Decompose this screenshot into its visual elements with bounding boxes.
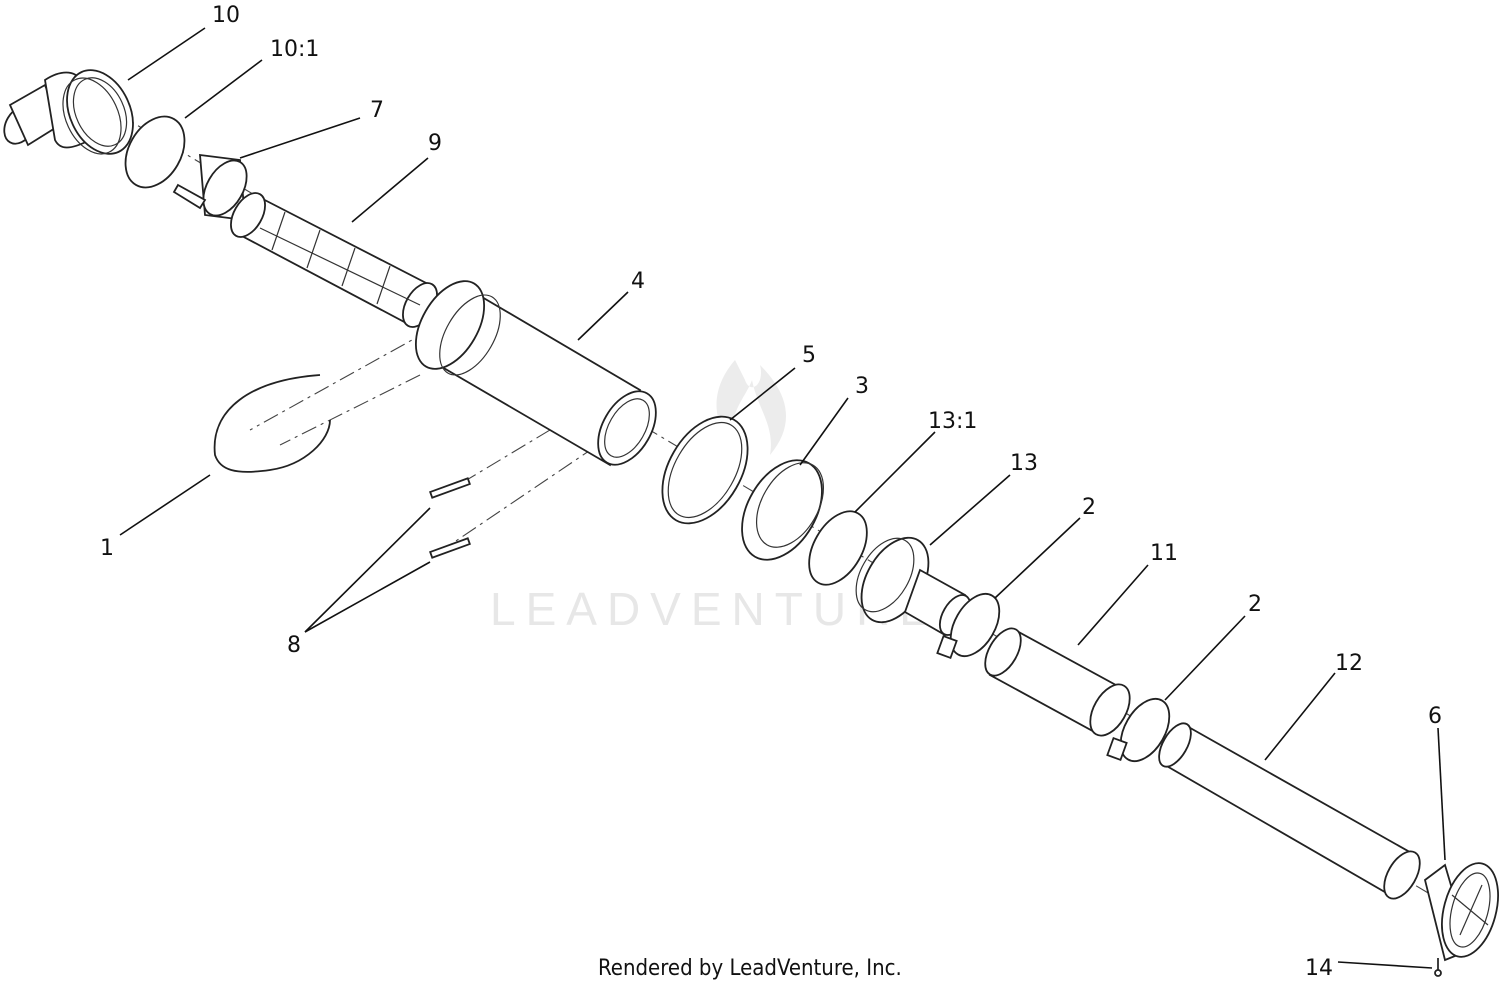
callout-10: 10	[212, 3, 240, 28]
leader-lines	[119, 27, 1446, 969]
part-2-clamp-upper	[936, 593, 1001, 660]
watermark: LEADVENTURE	[490, 360, 930, 635]
part-2-clamp-lower	[1106, 698, 1171, 762]
part-14-screw	[1434, 958, 1442, 977]
callout-3: 3	[855, 374, 869, 399]
callout-4: 4	[631, 269, 645, 294]
part-8-pins	[429, 477, 471, 559]
callout-9: 9	[428, 131, 442, 156]
callout-13-1: 13:1	[928, 409, 977, 434]
callout-12: 12	[1335, 651, 1363, 676]
callout-2-lower: 2	[1248, 592, 1262, 617]
part-9-strainer-screen	[230, 192, 438, 328]
part-5-ring	[661, 415, 749, 525]
footer-credit: Rendered by LeadVenture, Inc.	[598, 956, 902, 981]
part-11-hose	[984, 627, 1131, 737]
part-6-end-cap	[1423, 862, 1499, 962]
callout-labels: 10 10:1 7 9 4 5 3 13:1 13 2 11 2 12 6 1 …	[100, 3, 1442, 981]
part-13-adapter	[855, 536, 972, 637]
part-7-clip	[172, 153, 248, 222]
callout-14: 14	[1305, 956, 1333, 981]
part-4-filter-housing	[414, 280, 657, 467]
part-12-tube	[1158, 722, 1421, 900]
callout-11: 11	[1150, 541, 1178, 566]
callout-6: 6	[1428, 704, 1442, 729]
part-10-1-o-ring	[124, 115, 186, 189]
callout-1: 1	[100, 536, 114, 561]
callout-13: 13	[1010, 451, 1038, 476]
part-10-elbow-fitting	[3, 69, 134, 155]
callout-2-upper: 2	[1082, 495, 1096, 520]
callout-5: 5	[802, 343, 816, 368]
part-3-gasket	[741, 459, 825, 561]
callout-8: 8	[287, 633, 301, 658]
part-13-1-o-ring	[808, 510, 868, 586]
callout-10-1: 10:1	[270, 37, 319, 62]
callout-7: 7	[370, 98, 384, 123]
part-1-lanyard	[213, 374, 331, 473]
